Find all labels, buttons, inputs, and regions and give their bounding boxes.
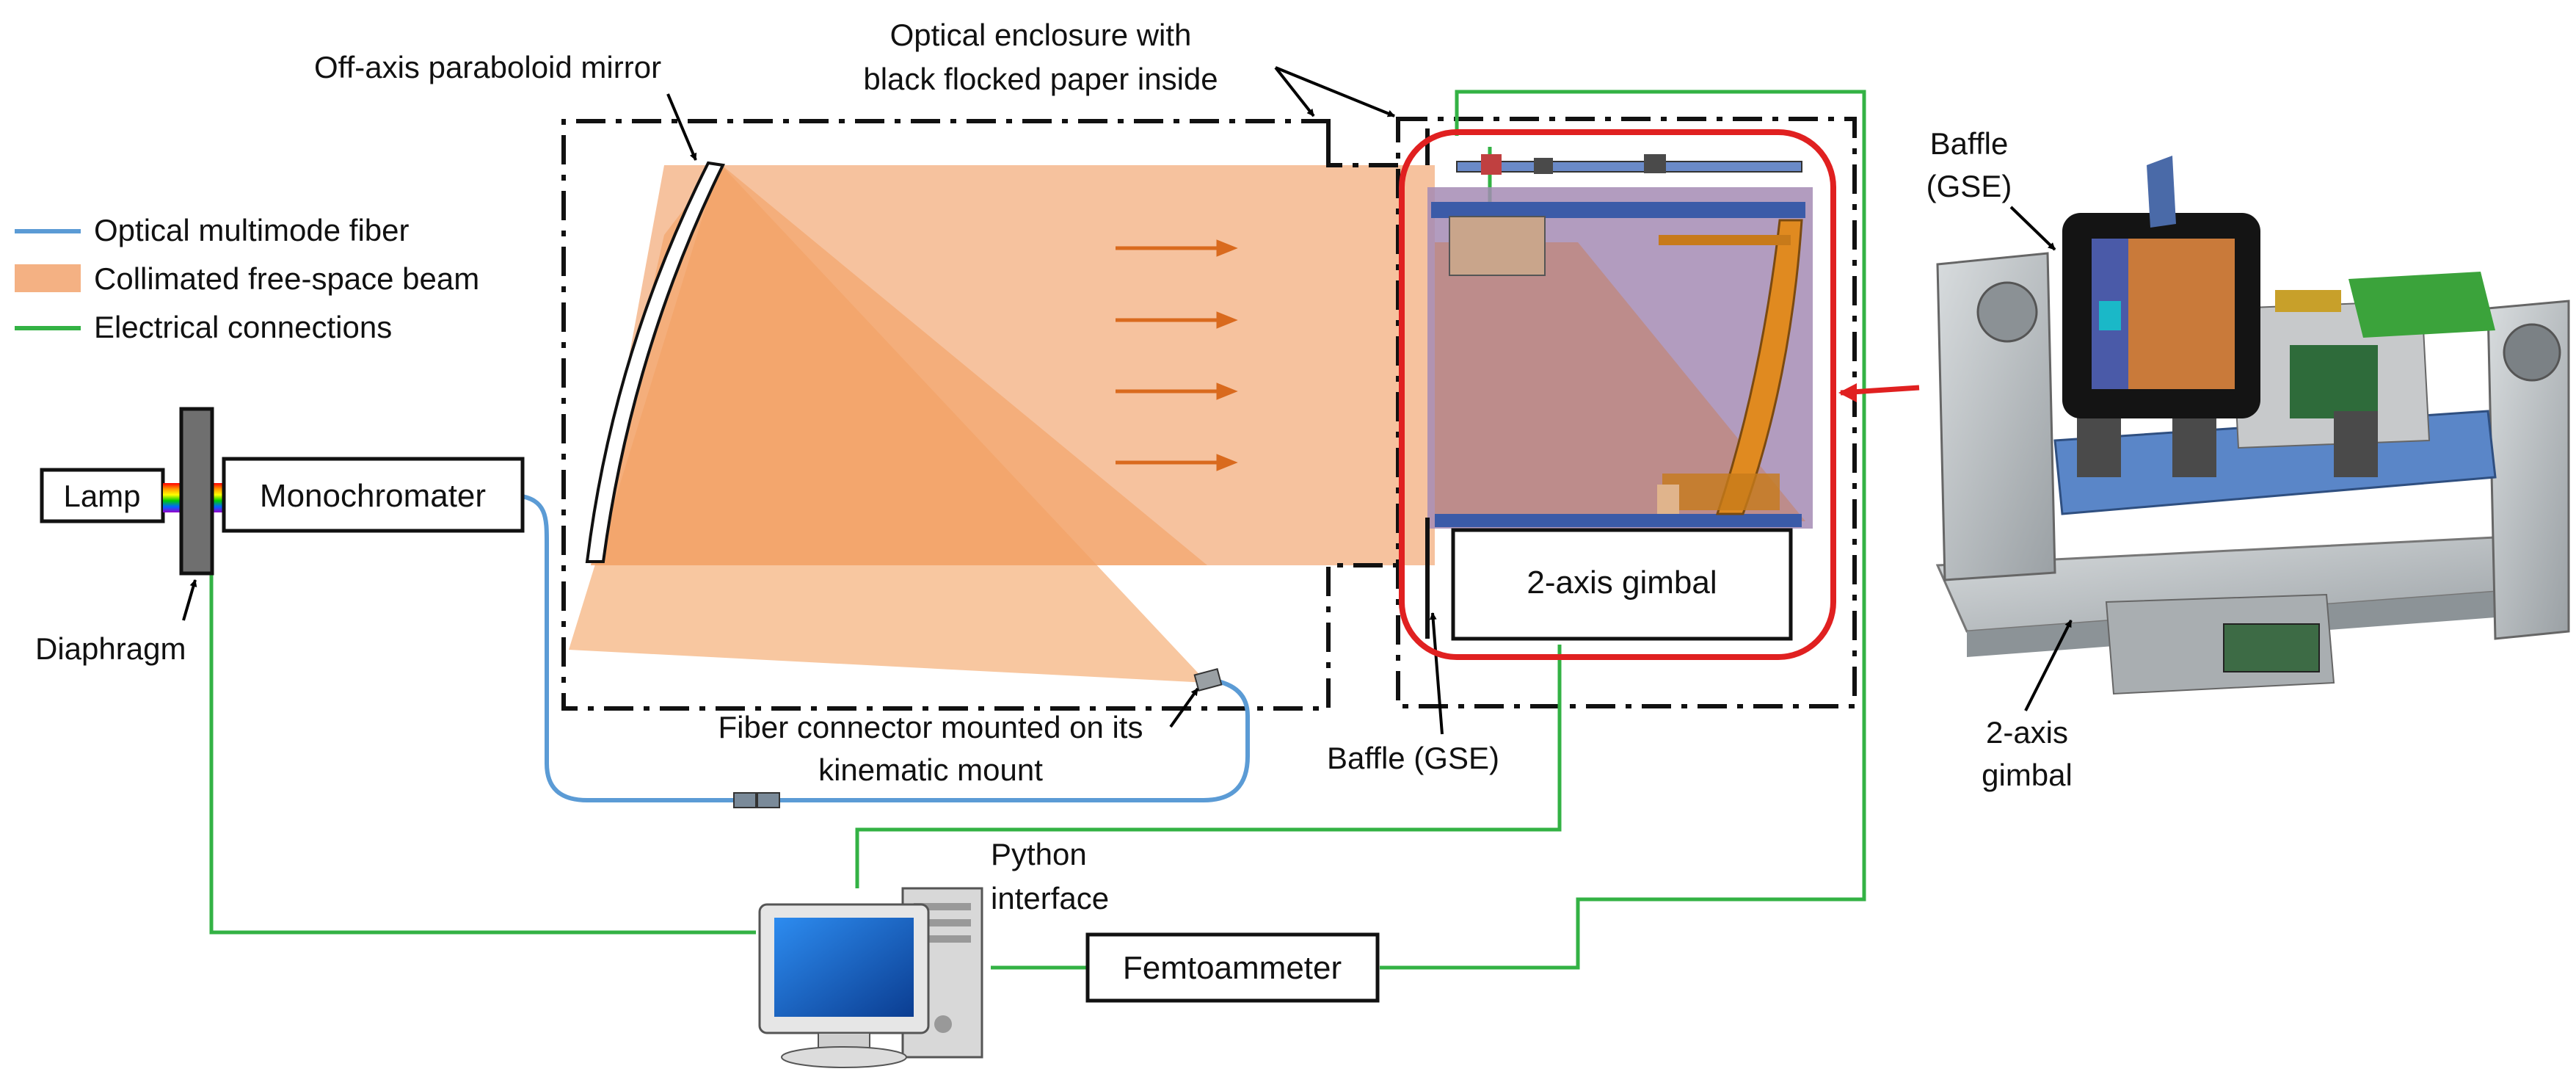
legend-electrical-label: Electrical connections [94, 310, 392, 344]
highlight-link-arrowhead [1838, 383, 1857, 402]
legend-fiber-label: Optical multimode fiber [94, 213, 410, 247]
fiber-connector-arrow [1169, 687, 1199, 728]
baffle-right-label-line2: (GSE) [1926, 169, 2012, 203]
fiber-connector-icon [1193, 668, 1223, 692]
legend-beam-swatch [15, 264, 81, 292]
femtoammeter-label: Femtoammeter [1123, 950, 1342, 986]
fiber-connector-label-line2: kinematic mount [818, 753, 1043, 787]
legend: Optical multimode fiber Collimated free-… [15, 213, 479, 344]
monochromater-label: Monochromater [260, 478, 486, 514]
enclosure-arrow-left [1274, 66, 1315, 117]
femtoammeter-box: Femtoammeter [1085, 932, 1380, 1003]
lamp-label: Lamp [63, 479, 140, 513]
optical-fiber [517, 493, 1250, 802]
paraboloid-mirror [585, 161, 725, 563]
monochromater-box: Monochromater [222, 457, 525, 533]
computer-icon [758, 887, 983, 1068]
instrument-cad-render [1427, 154, 1813, 529]
gimbal-right-label-line1: 2-axis [1986, 715, 2068, 750]
diaphragm-label: Diaphragm [35, 631, 186, 666]
mirror-arrow [666, 93, 697, 161]
lamp-box: Lamp [40, 468, 165, 523]
highlight-frame [1399, 129, 1836, 660]
optical-enclosure [561, 119, 1398, 711]
fiber-connector-label-line1: Fiber connector mounted on its [718, 710, 1143, 744]
python-label-line2: interface [991, 881, 1109, 915]
beam-direction-arrows [1116, 239, 1238, 471]
beam-overlap-part [591, 163, 1207, 565]
collimated-beam [569, 163, 1435, 683]
baffle-bottom-arrow [1429, 612, 1444, 735]
baffle-bottom-label: Baffle (GSE) [1327, 741, 1499, 775]
enclosure-arrow-right [1275, 66, 1395, 117]
diaphragm-arrow [182, 579, 197, 621]
gimbal-box: 2-axis gimbal [1451, 528, 1793, 641]
fiber-coupler [733, 792, 780, 808]
baffle-right-label-line1: Baffle [1930, 126, 2009, 161]
mirror-label: Off-axis paraboloid mirror [314, 50, 661, 84]
gimbal-right-arrow [2024, 620, 2073, 711]
gimbal-3d-render [1935, 156, 2570, 695]
gimbal-right-label-line2: gimbal [1982, 758, 2073, 792]
enclosure-label-line2: black flocked paper inside [863, 62, 1218, 96]
gimbal-enclosure [1396, 117, 1857, 708]
diaphragm [179, 407, 214, 576]
legend-beam-label: Collimated free-space beam [94, 261, 479, 296]
baffle-right-arrow [2009, 206, 2056, 251]
gimbal-box-label: 2-axis gimbal [1527, 565, 1717, 601]
python-label-line1: Python [991, 837, 1087, 871]
enclosure-label-line1: Optical enclosure with [890, 18, 1192, 52]
